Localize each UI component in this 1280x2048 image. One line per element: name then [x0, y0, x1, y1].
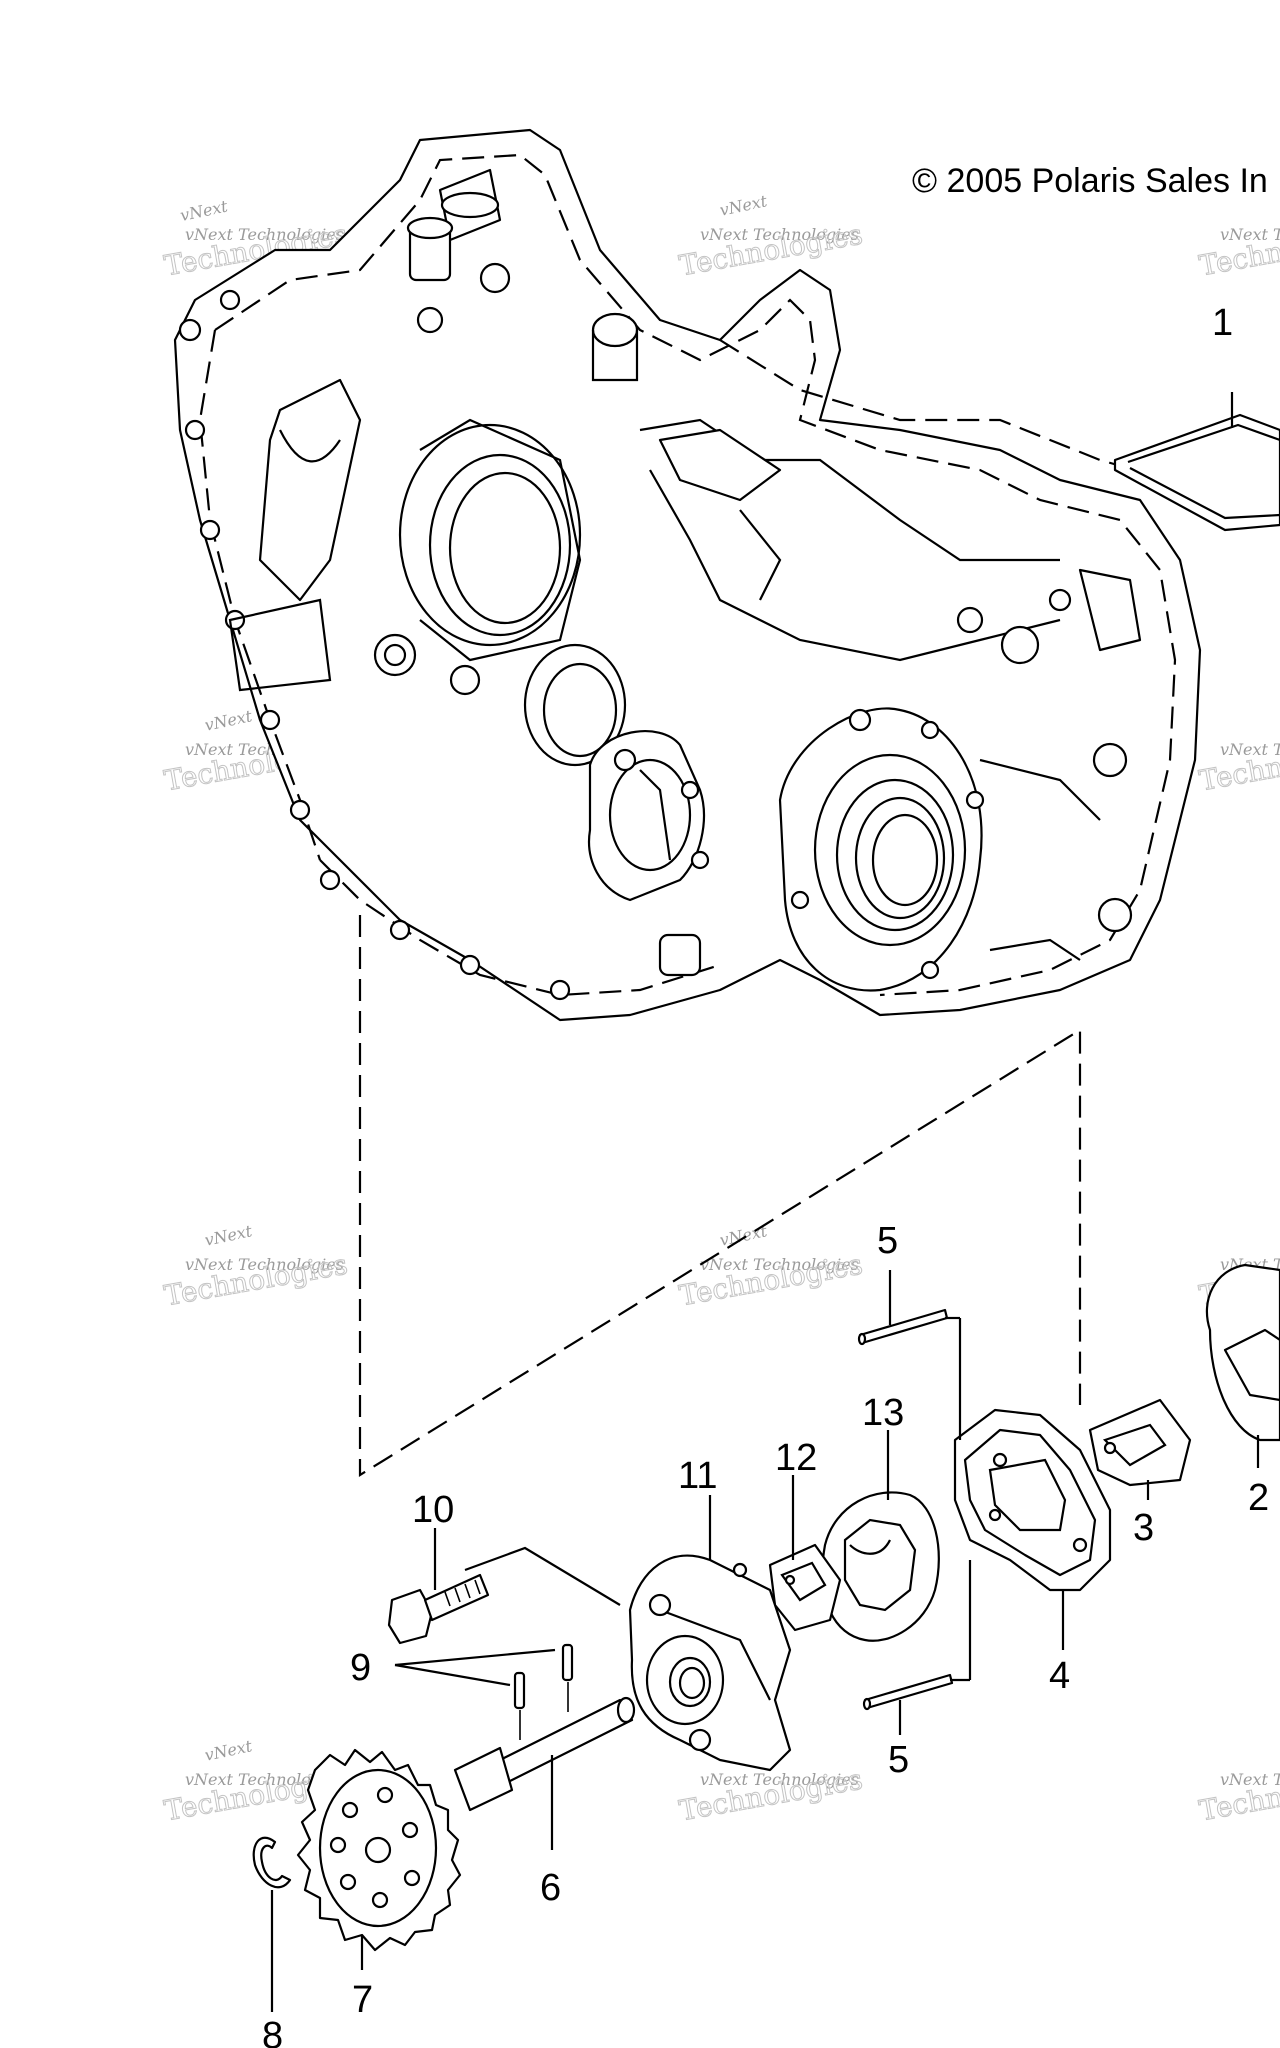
part-1-screen: 1: [1113, 302, 1280, 532]
svg-text:vNext Technologies: vNext Technologies: [185, 225, 344, 244]
watermark: vNext vNext Technologies Technologies: [676, 1221, 865, 1313]
callout-7: 7: [352, 1979, 373, 2021]
svg-text:vNext: vNext: [718, 1221, 769, 1250]
svg-text:vNext Technologies: vNext Technologies: [1220, 225, 1280, 244]
crankcase-half: [173, 128, 1241, 1022]
svg-text:vNext Technologies: vNext Technologies: [700, 225, 859, 244]
callout-12: 12: [775, 1437, 817, 1479]
part-10-bolt: 10: [387, 1489, 621, 1645]
part-11-pump-cover: 11: [628, 1455, 792, 1772]
part-8-circlip: 8: [252, 1836, 292, 2048]
svg-text:vNext Technologies: vNext Technologies: [700, 1770, 859, 1789]
callout-6: 6: [540, 1867, 561, 1909]
callout-5-upper: 5: [877, 1220, 898, 1262]
part-3-inner-rotor: 3: [1088, 1398, 1192, 1549]
part-4-pump-housing: 4: [953, 1408, 1112, 1697]
callout-4: 4: [1049, 1655, 1070, 1697]
svg-text:vNext: vNext: [203, 1736, 254, 1765]
callout-13: 13: [862, 1392, 904, 1434]
svg-text:vNext Technologies: vNext Technologies: [700, 1255, 859, 1274]
watermark: vNext vNext Technologies Technologies: [676, 191, 865, 283]
watermark: vNext Technologies Technologies: [1196, 732, 1280, 798]
watermark: vNext Technologies Technologies: [1196, 217, 1280, 283]
callout-2: 2: [1248, 1477, 1269, 1519]
part-12-inner-rotor: 12: [768, 1437, 842, 1632]
svg-text:vNext: vNext: [203, 1221, 254, 1250]
watermark: vNext vNext Technologies Technologies: [161, 1221, 350, 1313]
callout-8: 8: [262, 2015, 283, 2048]
svg-text:vNext: vNext: [178, 196, 229, 225]
svg-text:vNext: vNext: [718, 191, 769, 220]
callout-11: 11: [678, 1455, 717, 1497]
svg-text:vNext Technologies: vNext Technologies: [185, 1255, 344, 1274]
callout-9: 9: [350, 1647, 371, 1689]
part-6-shaft: 6: [453, 1696, 636, 1909]
svg-text:vNext Technologies: vNext Technologies: [1220, 740, 1280, 759]
part-9-pins: 9: [350, 1643, 574, 1740]
callout-3: 3: [1133, 1507, 1154, 1549]
callout-10: 10: [412, 1489, 454, 1531]
watermark: vNext Technologies Technologies: [1196, 1762, 1280, 1828]
part-5-dowel-pin-upper: 5: [857, 1220, 962, 1440]
part-5-dowel-pin-lower: 5: [862, 1560, 972, 1781]
svg-text:vNext Technologies: vNext Technologies: [185, 1770, 344, 1789]
part-7-gear: 7: [296, 1748, 462, 2021]
callout-5-lower: 5: [888, 1739, 909, 1781]
copyright-text: © 2005 Polaris Sales In: [912, 162, 1268, 200]
svg-text:vNext Technologies: vNext Technologies: [1220, 1770, 1280, 1789]
part-2-outer-rotor: 2: [1205, 1263, 1280, 1519]
part-13-rotor: 13: [821, 1392, 940, 1642]
callout-1: 1: [1212, 302, 1233, 344]
svg-text:vNext: vNext: [203, 706, 254, 735]
